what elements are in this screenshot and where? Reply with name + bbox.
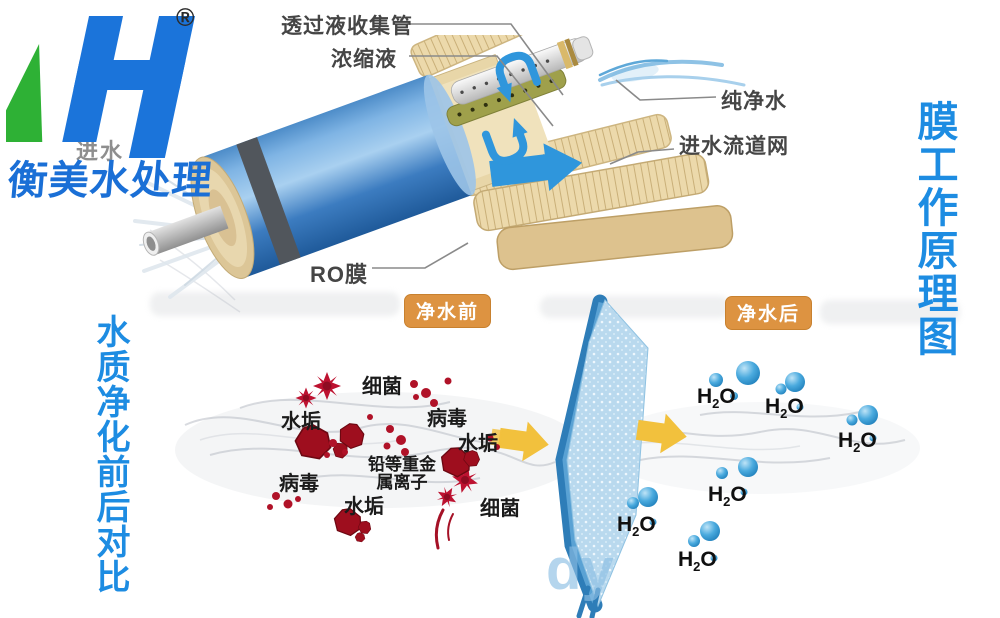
contaminant-label-virus: 病毒 [279, 473, 319, 495]
contaminant-label-scale: 水垢 [344, 496, 384, 518]
water-molecule-icon [627, 361, 878, 562]
ghost-watermark-band [150, 292, 400, 316]
ghost-watermark-band [820, 300, 960, 324]
feed-net-label: 进水流道网 [679, 135, 789, 158]
feed-water-label: 进水 [76, 139, 125, 164]
left-vertical-title: 水质净化前后对比 [91, 314, 129, 594]
membrane-sheet [555, 294, 649, 618]
contaminant-label-heavy-metal: 铅等重金 属离子 [368, 456, 436, 492]
registered-trademark: ® [176, 4, 195, 32]
contaminant-label-scale: 水垢 [281, 411, 321, 433]
contaminant-label-scale: 水垢 [458, 433, 498, 455]
flow-arrow-left-icon [490, 421, 549, 462]
membrane-fork-tip [576, 585, 601, 618]
pure-water-label: 纯净水 [721, 90, 787, 113]
contaminant-label-bacteria: 细菌 [480, 498, 520, 520]
before-purification-badge: 净水前 [404, 294, 492, 328]
site-watermark: dy [546, 537, 614, 602]
virus-dots-icon [267, 377, 500, 510]
right-vertical-title: 膜工作原理图 [911, 100, 957, 358]
h2o-label: H2O [838, 429, 877, 455]
brand-name: 衡美水处理 [5, 159, 215, 203]
h2o-label: H2O [765, 395, 804, 421]
ghost-watermark-band [540, 296, 730, 318]
h2o-label: H2O [617, 513, 656, 539]
heavy-metal-line2: 属离子 [376, 473, 428, 492]
flow-arrow-straight [489, 143, 583, 191]
filter-front-cap [142, 156, 255, 279]
heavy-metal-line1: 铅等重金 [368, 455, 436, 474]
contaminant-streaks [434, 508, 454, 550]
logo-green-triangle [6, 44, 43, 142]
contaminant-label-virus: 病毒 [427, 408, 467, 430]
ro-membrane-label: RO膜 [310, 262, 369, 287]
logo-h-letter [62, 16, 196, 158]
h2o-label: H2O [708, 483, 747, 509]
concentrate-label: 浓缩液 [331, 48, 397, 71]
after-purification-badge: 净水后 [725, 296, 813, 330]
flow-arrow-uturn-bottom [481, 129, 528, 165]
flow-arrow-right-icon [635, 413, 687, 454]
housing-band [236, 137, 301, 265]
contaminant-label-bacteria: 细菌 [362, 376, 402, 398]
h2o-label: H2O [697, 385, 736, 411]
brand-logo-icon [6, 16, 196, 158]
collect-tube-label: 透过液收集管 [281, 15, 413, 38]
h2o-label: H2O [678, 548, 717, 574]
